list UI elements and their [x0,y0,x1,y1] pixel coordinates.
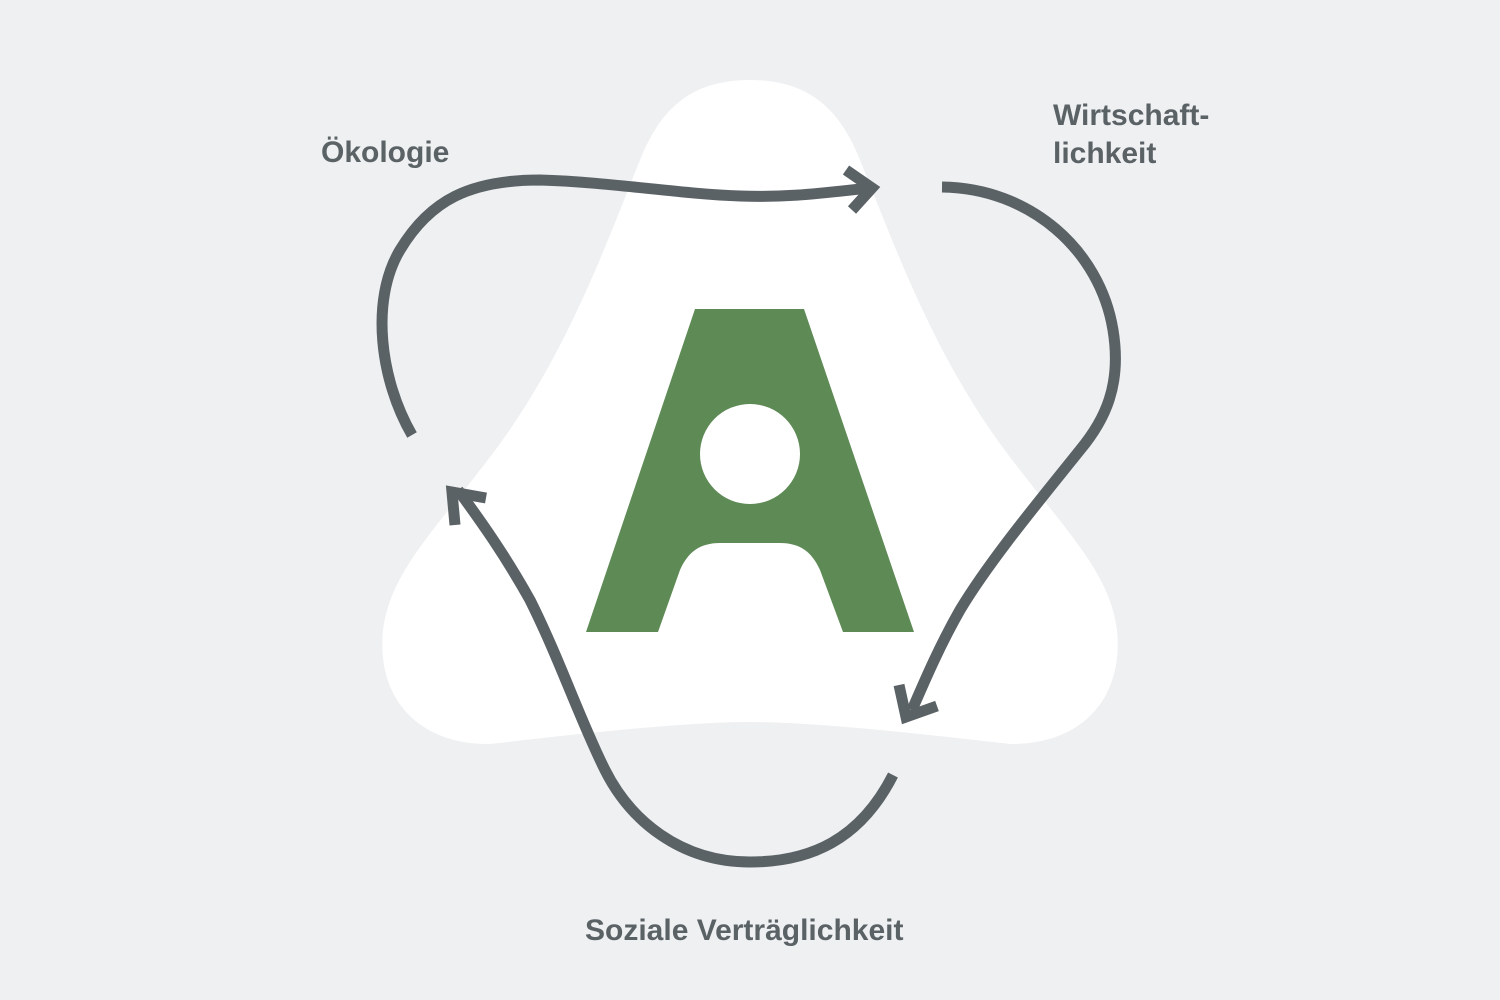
label-soziale-vertraeglichkeit: Soziale Verträglichkeit [585,914,904,947]
label-oekologie: Ökologie [321,136,450,169]
arrowhead-down-left-icon [893,683,939,725]
arrow-wirtschaft-to-sozial [893,181,1121,725]
logo-circle-icon [700,404,800,504]
letter-A-logo [586,309,914,632]
arrow-sozial-to-oekologie [445,485,898,868]
arrow-oekologie-to-wirtschaft [376,165,881,438]
label-wirtschaft-line2: lichkeit [1053,137,1157,170]
label-wirtschaft-line1: Wirtschaft- [1053,99,1210,132]
arrowhead-right-icon [842,165,881,214]
label-wirtschaftlichkeit: Wirtschaft- lichkeit [1053,97,1209,173]
arrowhead-up-left-icon [445,485,487,526]
